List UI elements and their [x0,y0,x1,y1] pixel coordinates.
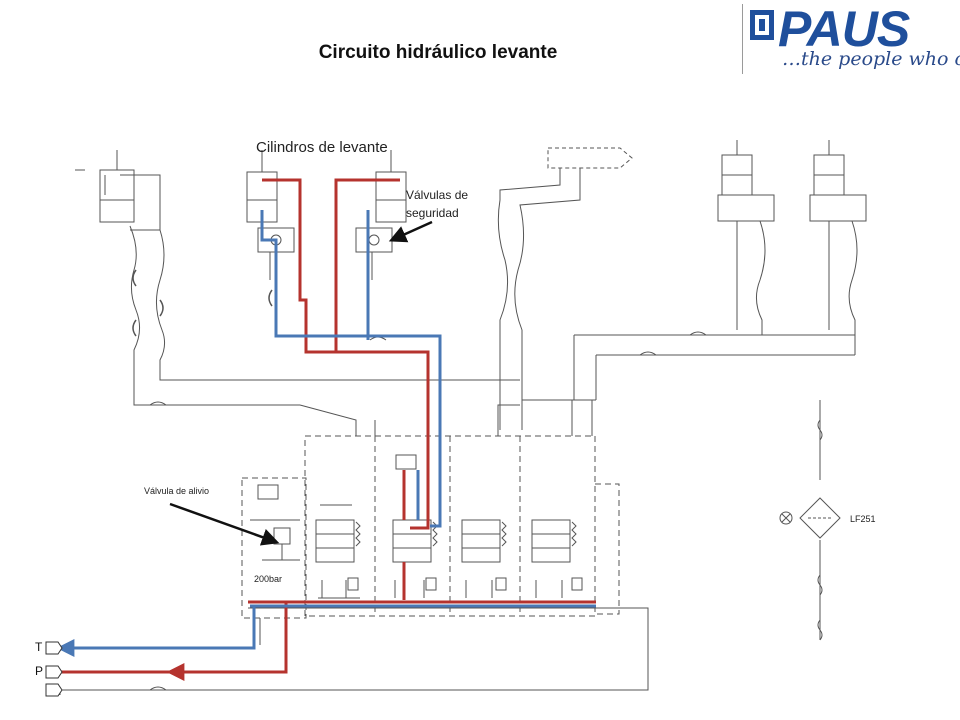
page-title: Circuito hidráulico levante [318,42,558,63]
ports [45,641,63,697]
logo-tagline: …the people who care [782,48,960,70]
port-p-label: P [35,664,44,678]
logo-divider [742,4,743,74]
relief-valve-symbol [273,527,291,545]
label-filter: LF251 [850,514,876,524]
logo-brand: PAUS [778,1,910,57]
safety-valve-2 [355,227,393,253]
label-relief-valve: Válvula de alivio [144,486,210,496]
pressure-lines [60,178,596,681]
port-t-label: T [35,640,43,654]
spool-1 [315,504,360,599]
spool-4 [531,519,583,598]
port-p-symbol [45,665,63,679]
relief-valve-block [241,477,307,619]
logo-emblem-icon [750,10,774,40]
valve-block-4 [717,194,775,222]
filter-symbol [799,497,841,539]
return-lines [56,210,596,657]
arrow-safety-valves [388,220,433,243]
arrow-relief-valve [169,502,280,546]
label-cylinders: Cilindros de levante [256,139,388,156]
label-safety-valves: Válvulas de seguridad [406,188,469,220]
schematic-lines [59,140,867,695]
port-t-symbol [45,641,63,655]
spool-3 [461,519,507,598]
port-l-symbol [45,683,63,697]
label-relief-pressure: 200bar [254,574,283,584]
valve-block-5 [809,194,867,222]
